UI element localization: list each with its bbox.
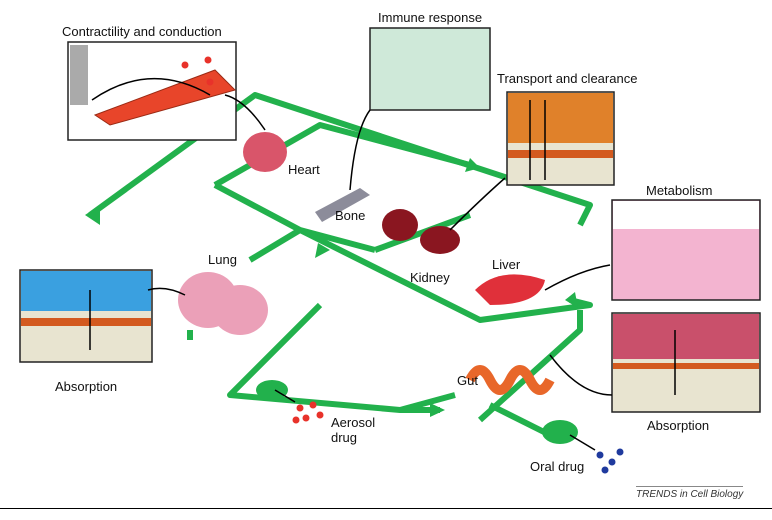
label-kidney: Kidney: [410, 270, 450, 285]
label-immune: Immune response: [378, 10, 483, 25]
label-oral-drug: Oral drug: [530, 459, 585, 474]
label-contractility: Contractility and conduction: [62, 24, 222, 39]
oral-entry: [542, 420, 578, 444]
label-lung: Lung: [208, 252, 237, 267]
label-aerosol-drug: Aerosol drug: [331, 415, 376, 445]
aerosol-entry: [256, 380, 288, 400]
label-lung-absorption: Absorption: [55, 379, 118, 394]
kidney-icon: [382, 209, 418, 241]
process-arrows: [89, 78, 676, 451]
label-transport: Transport and clearance: [497, 71, 638, 86]
aerosol-drug-dots: [181, 56, 324, 424]
label-metabolism: Metabolism: [646, 183, 713, 198]
label-bone: Bone: [335, 208, 366, 223]
gut-icon: [465, 365, 555, 395]
heart-icon: [243, 132, 287, 172]
label-liver: Liver: [492, 257, 521, 272]
caption-divider: [0, 508, 772, 509]
label-gut-absorption: Absorption: [647, 418, 710, 433]
bone-icon: [315, 188, 370, 222]
label-heart: Heart: [288, 162, 320, 177]
journal-credit: TRENDS in Cell Biology: [636, 486, 744, 500]
liver-icon: [475, 274, 545, 305]
label-gut: Gut: [457, 373, 478, 388]
immune-panel: [369, 27, 491, 111]
oral-drug-dots: [596, 448, 624, 474]
